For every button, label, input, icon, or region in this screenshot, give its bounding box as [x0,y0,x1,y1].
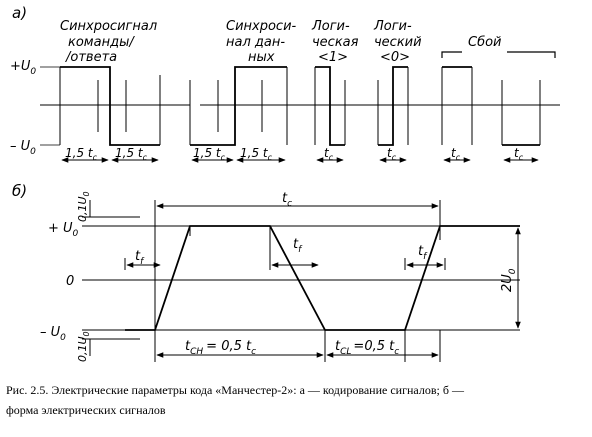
duration-3: 1,5 tc [193,146,226,162]
caption-line-2: форма электрических сигналов [6,403,166,417]
duration-7: tc [451,146,461,162]
svg-text:tf: tf [418,244,428,262]
panel-a-duration-labels: 1,5 tc 1,5 tc 1,5 tc 1,5 tc tc tc tc tc [65,146,524,162]
panel-a-plus-u: +U0 [10,59,36,77]
panel-a-minus-u: – U0 [10,139,36,157]
logic-zero-title-line1: Логи- [373,19,412,34]
failure-brace [441,51,556,58]
tcl-label: tCL=0,5 tc [335,339,399,357]
tolerance-bottom-label: 0,1U0 [76,331,91,362]
sync-command-title-line2: команды/ [68,35,135,50]
tolerance-top-label: 0,1U0 [76,191,91,222]
svg-text:tf: tf [293,237,303,255]
logic-one-title-line3: <1> [318,50,348,65]
panel-b-reference-lines [82,200,520,356]
logic-zero-title-line3: <0> [380,50,410,65]
duration-4: 1,5 tc [240,146,273,162]
logic-zero-title-line2: ческий [374,35,422,50]
sync-data-wave [190,66,287,146]
figure-caption: Рис. 2.5. Электрические параметры кода «… [6,380,586,420]
tch-label: tCH= 0,5 tc [185,339,256,357]
panel-b-zero: 0 [66,274,74,289]
tc-label: tc [282,191,292,209]
tf-labels: tf tf tf [135,237,428,267]
duration-8: tc [514,146,524,162]
sync-command-title-line3: /ответа [65,50,117,65]
panel-b-guides [124,200,446,362]
sync-command-wave [60,66,160,146]
sync-data-title-line1: Синхроси- [226,19,297,34]
logic-one-wave [315,66,345,146]
logic-one-title-line2: ческая [312,35,359,50]
svg-text:tf: tf [135,249,145,267]
duration-6: tc [387,146,397,162]
sync-data-title-line2: нал дан- [226,35,285,50]
failure-title: Сбой [468,35,502,50]
panel-b-label: б) [12,182,27,200]
panel-a-waveform [59,66,541,146]
caption-line-1: Рис. 2.5. Электрические параметры кода «… [6,383,464,397]
panel-a-titles: Синхросигнал команды/ /ответа Синхроси- … [60,19,502,65]
panel-b-minus-u: – U0 [40,325,66,343]
duration-2: 1,5 tc [115,146,148,162]
two-u-label: 2U0 [500,268,518,292]
duration-1: 1,5 tc [65,146,98,162]
panel-b-waveform [125,225,520,331]
panel-b-plus-u: + U0 [48,221,79,239]
logic-zero-wave [378,66,408,146]
duration-5: tc [324,146,334,162]
sync-command-title-line1: Синхросигнал [60,19,157,34]
logic-one-title-line1: Логи- [311,19,350,34]
sync-data-title-line3: ных [248,50,275,65]
panel-a-label: а) [12,4,27,22]
panel-a-level-guides [40,66,60,146]
